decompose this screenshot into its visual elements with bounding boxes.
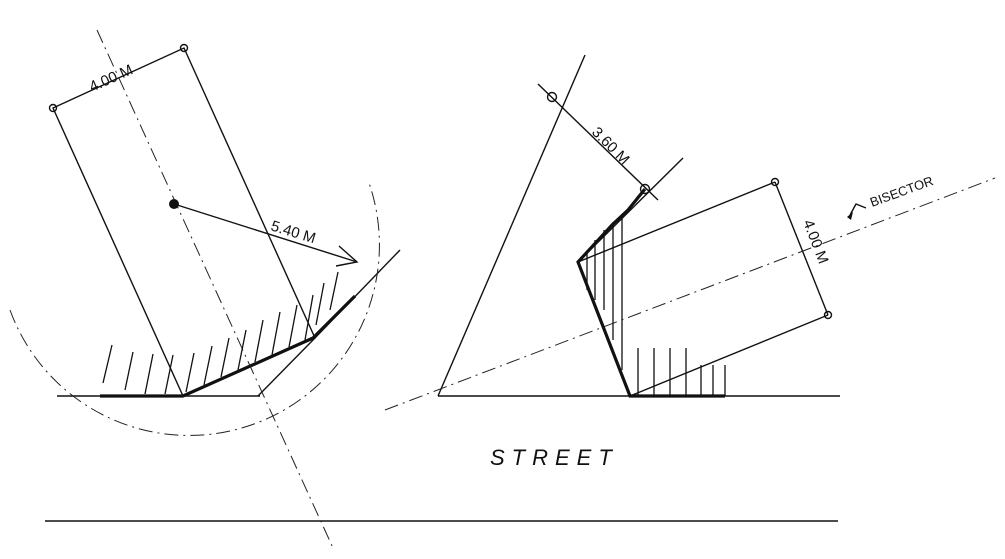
radius-arrow [173, 203, 358, 263]
bisector-pointer-icon [849, 203, 867, 216]
bisector-line [384, 177, 996, 411]
gap-dimension-line [537, 83, 659, 201]
right-hatching [586, 214, 726, 396]
street-label: STREET [490, 445, 619, 470]
street-edges [45, 395, 840, 522]
radius-arc [9, 179, 380, 436]
gap-label: 3.60 M [588, 124, 632, 168]
radius-label: 5.40 M [269, 218, 318, 248]
left-centerline [96, 29, 334, 549]
left-corner: 4.00 M 5.40 M [9, 29, 401, 549]
right-width-dimension [774, 181, 829, 316]
left-hatching [102, 271, 339, 395]
right-corner: 3.60 M 4.00 M BISECTOR [384, 54, 996, 411]
left-width-label: 4.00 M [87, 61, 136, 95]
left-building-outline [52, 47, 316, 397]
